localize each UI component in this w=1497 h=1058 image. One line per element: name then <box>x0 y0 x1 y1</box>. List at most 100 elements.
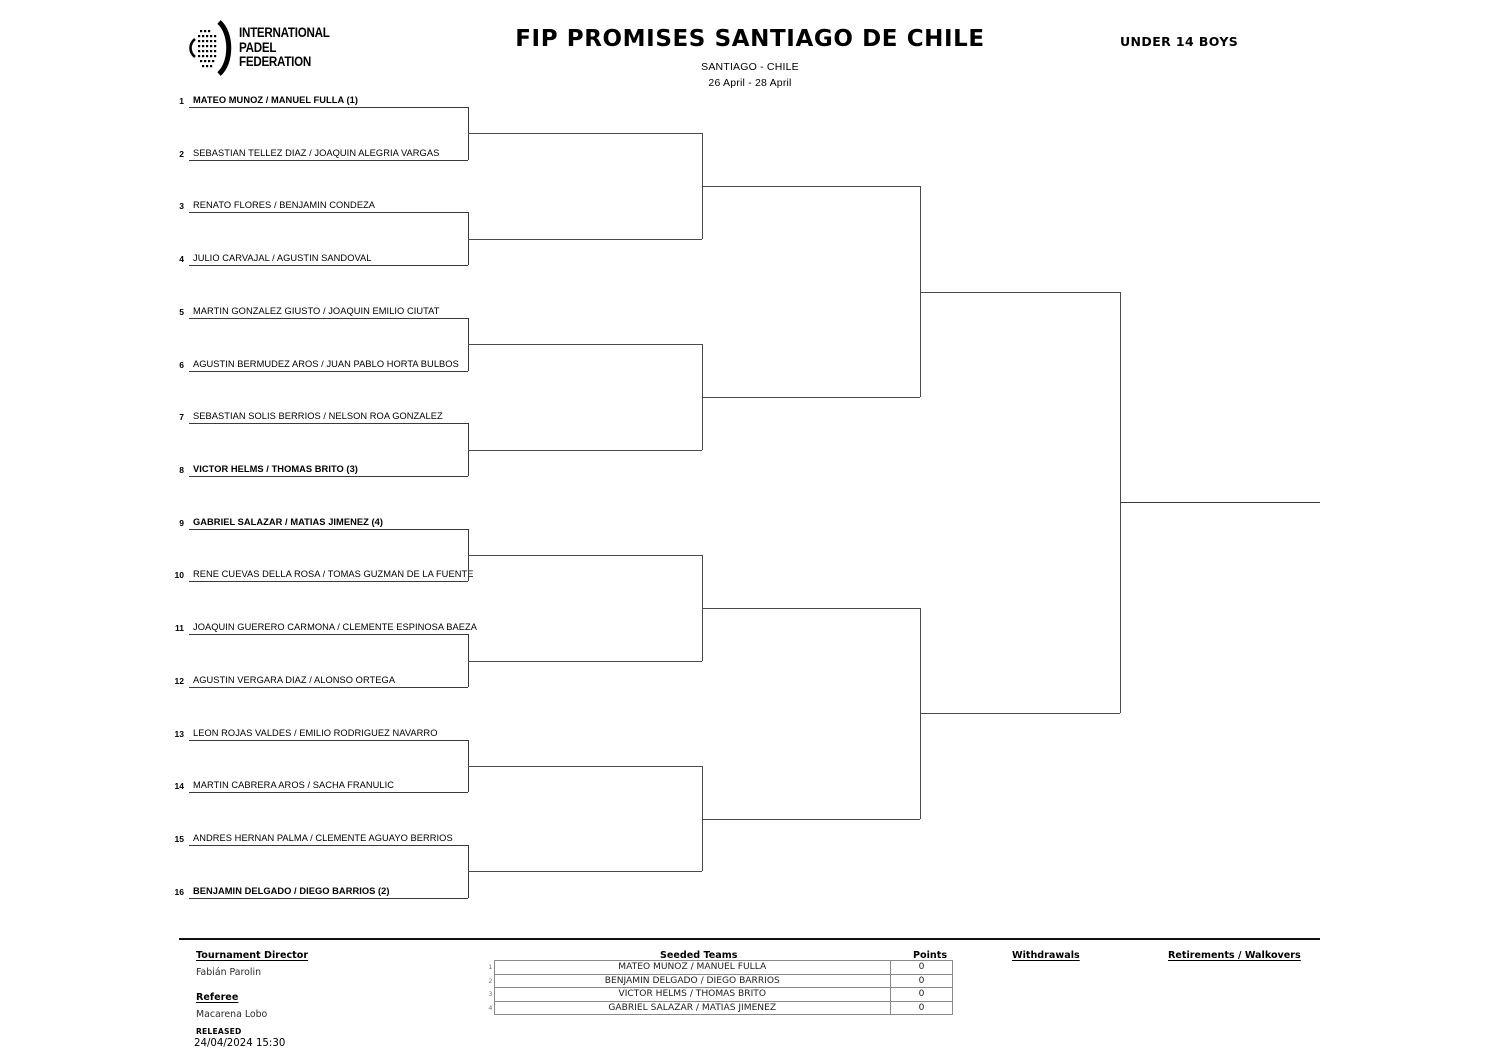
bracket-line-horizontal <box>920 713 1120 715</box>
entry-seed-number: 1 <box>179 96 184 106</box>
bracket-line-horizontal <box>189 107 468 108</box>
entry-team-name[interactable]: VICTOR HELMS / THOMAS BRITO (3) <box>193 464 358 475</box>
entry-team-name[interactable]: BENJAMIN DELGADO / DIEGO BARRIOS (2) <box>193 885 390 896</box>
entry-seed-number: 14 <box>174 781 184 792</box>
footer-divider <box>179 938 1320 940</box>
tournament-director-name: Fabián Parolin <box>196 967 262 978</box>
bracket-line-vertical <box>468 739 469 793</box>
entry-seed-number: 16 <box>174 886 184 897</box>
seeded-teams-label: Seeded Teams <box>660 950 738 961</box>
bracket-line-horizontal <box>468 344 702 346</box>
entry-team-name[interactable]: LEON ROJAS VALDES / EMILIO RODRIGUEZ NAV… <box>193 727 438 738</box>
seeded-team-name: VICTOR HELMS / THOMAS BRITO <box>493 987 891 1002</box>
entry-team-name[interactable]: SEBASTIAN TELLEZ DIAZ / JOAQUIN ALEGRIA … <box>193 147 440 158</box>
entry-team-name[interactable]: RENE CUEVAS DELLA ROSA / TOMAS GUZMAN DE… <box>193 569 474 580</box>
withdrawals-label: Withdrawals <box>1012 950 1080 961</box>
entry-team-name[interactable]: RENATO FLORES / BENJAMIN CONDEZA <box>193 200 376 211</box>
event-location: SANTIAGO - CHILE <box>701 61 799 73</box>
released-date: 24/04/2024 15:30 <box>194 1038 286 1049</box>
seeded-team-name: BENJAMIN DELGADO / DIEGO BARRIOS <box>493 973 891 989</box>
entry-team-name[interactable]: JOAQUIN GUERERO CARMONA / CLEMENTE ESPIN… <box>193 622 477 633</box>
entry-seed-number: 7 <box>179 412 184 423</box>
bracket-line-horizontal <box>189 634 468 636</box>
bracket-line-horizontal <box>702 818 920 820</box>
federation-logo-wordmark: INTERNATIONAL PADEL FEDERATION <box>239 26 330 70</box>
bracket-line-horizontal <box>189 423 468 425</box>
entry-seed-number: 11 <box>175 623 184 634</box>
entry-seed-number: 8 <box>179 465 184 476</box>
bracket-line-horizontal <box>189 370 468 372</box>
page-header: INTERNATIONAL PADEL FEDERATION FIP PROMI… <box>0 0 1497 95</box>
logo-line-1: INTERNATIONAL <box>239 25 330 41</box>
seeded-team-points: 0 <box>890 973 953 989</box>
bracket-line-horizontal <box>468 238 702 240</box>
tournament-director-label: Tournament Director <box>196 950 309 961</box>
category-label: UNDER 14 BOYS <box>1120 34 1239 49</box>
page-footer: Tournament Director Fabián Parolin Refer… <box>0 930 1497 1058</box>
bracket-line-horizontal <box>189 476 468 478</box>
event-dates: 26 April - 28 April <box>708 77 792 89</box>
referee-label: Referee <box>196 992 239 1003</box>
bracket-line-horizontal <box>189 739 468 741</box>
seeded-team-name: GABRIEL SALAZAR / MATIAS JIMENEZ <box>493 1000 891 1016</box>
seeded-team-points: 0 <box>890 1000 953 1016</box>
page-title: FIP PROMISES SANTIAGO DE CHILE <box>515 26 985 52</box>
bracket-line-horizontal <box>189 581 468 583</box>
entry-team-name[interactable]: MARTIN CABRERA AROS / SACHA FRANULIC <box>193 780 395 791</box>
bracket-line-horizontal <box>189 528 468 530</box>
bracket-line-horizontal <box>468 555 702 557</box>
bracket-line-horizontal <box>189 897 468 899</box>
seeded-team-points: 0 <box>890 987 953 1002</box>
entry-seed-number: 3 <box>179 201 184 212</box>
entry-seed-number: 10 <box>174 570 184 581</box>
bracket-line-horizontal <box>702 607 920 609</box>
bracket-line-horizontal <box>189 317 468 319</box>
bracket-line-horizontal <box>189 792 468 794</box>
bracket-line-horizontal <box>468 871 702 873</box>
seeded-team-points: 0 <box>890 960 953 975</box>
logo-line-2: PADEL <box>239 39 277 55</box>
federation-logo: INTERNATIONAL PADEL FEDERATION <box>186 17 330 79</box>
event-title-block: FIP PROMISES SANTIAGO DE CHILE SANTIAGO … <box>430 26 1070 89</box>
bracket-line-horizontal <box>189 159 468 161</box>
seeded-team-index: 4 <box>488 1004 493 1013</box>
logo-line-3: FEDERATION <box>239 54 312 70</box>
bracket-line-horizontal <box>189 686 468 688</box>
entry-team-name[interactable]: MARTIN GONZALEZ GIUSTO / JOAQUIN EMILIO … <box>193 305 440 316</box>
entry-team-name[interactable]: AGUSTIN VERGARA DIAZ / ALONSO ORTEGA <box>193 674 396 685</box>
bracket-line-horizontal <box>702 396 920 398</box>
ipf-logo-icon <box>186 19 234 77</box>
entry-seed-number: 5 <box>179 306 184 317</box>
points-label: Points <box>913 950 948 961</box>
entry-team-name[interactable]: JULIO CARVAJAL / AGUSTIN SANDOVAL <box>193 253 372 264</box>
bracket-line-horizontal <box>1120 502 1320 504</box>
seeded-team-index: 2 <box>488 976 493 985</box>
bracket-line-horizontal <box>920 291 1120 293</box>
bracket-line-horizontal <box>189 845 468 847</box>
entry-seed-number: 15 <box>174 834 184 845</box>
entry-seed-number: 4 <box>179 254 184 265</box>
entry-team-name[interactable]: AGUSTIN BERMUDEZ AROS / JUAN PABLO HORTA… <box>193 358 459 369</box>
entry-seed-number: 13 <box>174 728 184 739</box>
entry-team-name[interactable]: MATEO MUNOZ / MANUEL FULLA (1) <box>193 95 359 105</box>
seeded-team-name: MATEO MUNOZ / MANUEL FULLA <box>493 960 891 975</box>
released-label: RELEASED <box>196 1027 242 1036</box>
bracket-line-horizontal <box>468 766 702 767</box>
bracket-line-horizontal <box>468 660 702 662</box>
entry-seed-number: 2 <box>179 148 184 159</box>
entry-team-name[interactable]: ANDRES HERNAN PALMA / CLEMENTE AGUAYO BE… <box>193 833 453 844</box>
bracket-line-horizontal <box>468 449 702 451</box>
entry-team-name[interactable]: SEBASTIAN SOLIS BERRIOS / NELSON ROA GON… <box>193 411 443 422</box>
entry-seed-number: 9 <box>179 517 184 528</box>
bracket-line-horizontal <box>189 265 468 267</box>
entry-seed-number: 12 <box>174 675 184 686</box>
entry-team-name[interactable]: GABRIEL SALAZAR / MATIAS JIMENEZ (4) <box>193 516 383 527</box>
entry-seed-number: 6 <box>179 359 184 370</box>
seeded-team-index: 3 <box>488 990 493 999</box>
